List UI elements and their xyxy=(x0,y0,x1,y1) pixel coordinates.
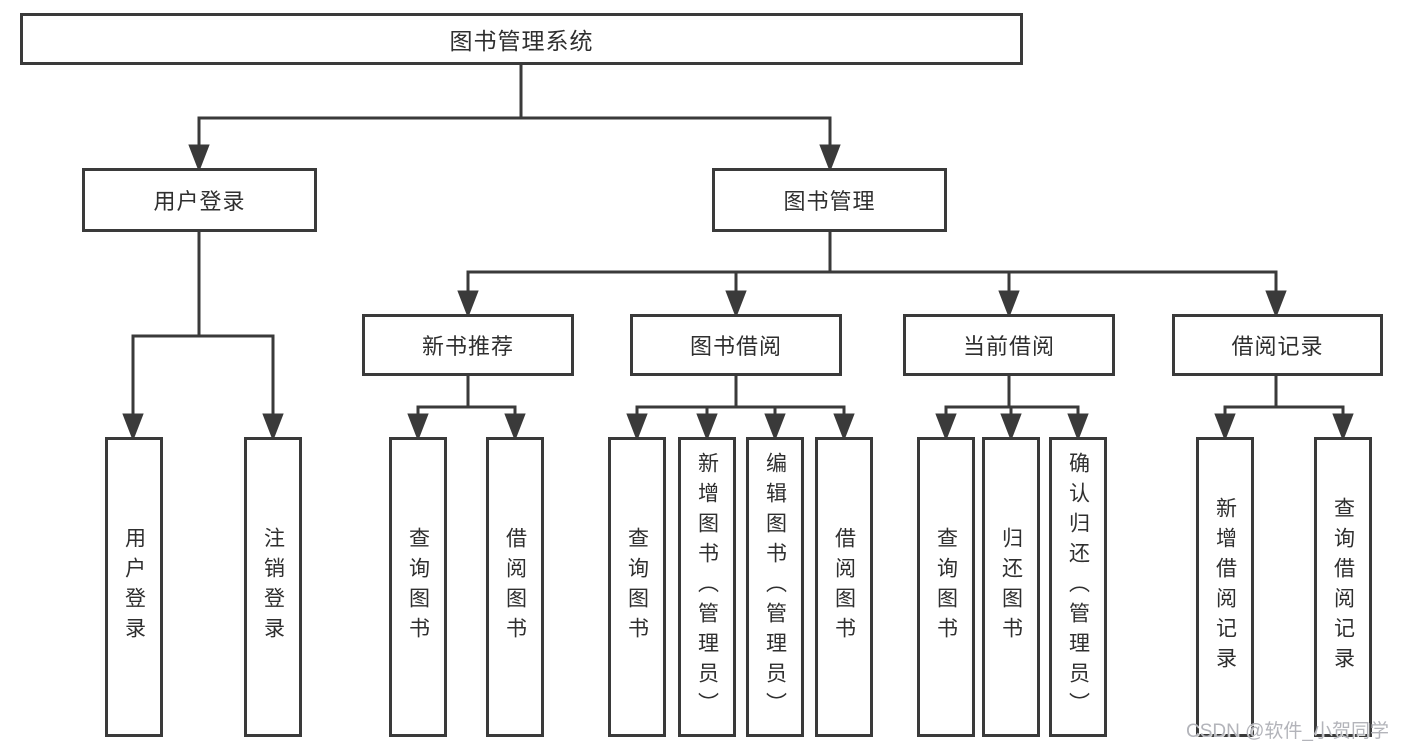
node-leaf-return-books: 归还图书 xyxy=(982,437,1040,737)
node-leaf-logout-label: 注销登录 xyxy=(261,527,285,647)
node-leaf-borrowing-borrow-books: 借阅图书 xyxy=(815,437,873,737)
node-leaf-recommend-query-books: 查询图书 xyxy=(389,437,447,737)
node-leaf-add-borrow-record: 新增借阅记录 xyxy=(1196,437,1254,737)
node-leaf-return-books-label: 归还图书 xyxy=(999,527,1023,647)
node-leaf-borrowing-query-books: 查询图书 xyxy=(608,437,666,737)
node-borrowing-records: 借阅记录 xyxy=(1172,314,1383,376)
connector-user-login-children xyxy=(122,232,284,442)
node-user-login-group-label: 用户登录 xyxy=(153,189,246,214)
node-current-borrowing-label: 当前借阅 xyxy=(962,334,1055,359)
node-leaf-current-query-books: 查询图书 xyxy=(917,437,975,737)
arrowhead xyxy=(833,413,855,442)
node-leaf-confirm-return-admin-label: 确认归还（管理员） xyxy=(1066,452,1090,722)
arrowhead xyxy=(1265,290,1287,319)
node-leaf-query-borrow-record: 查询借阅记录 xyxy=(1314,437,1372,737)
arrowhead xyxy=(407,413,429,442)
node-leaf-current-query-books-label: 查询图书 xyxy=(934,527,958,647)
connector-borrowing-records-children xyxy=(1214,376,1354,442)
node-borrowing-records-label: 借阅记录 xyxy=(1231,334,1324,359)
arrowhead xyxy=(1214,413,1236,442)
arrowhead xyxy=(764,413,786,442)
node-leaf-edit-books-admin: 编辑图书（管理员） xyxy=(746,437,804,737)
arrowhead xyxy=(1067,413,1089,442)
node-book-borrowing: 图书借阅 xyxy=(630,314,842,376)
connector-new-book-recommend-children xyxy=(407,376,526,442)
arrowhead xyxy=(696,413,718,442)
node-leaf-query-borrow-record-label: 查询借阅记录 xyxy=(1331,497,1355,677)
arrowhead xyxy=(188,144,210,173)
node-leaf-user-login-label: 用户登录 xyxy=(122,527,146,647)
arrowhead xyxy=(504,413,526,442)
node-new-book-recommend: 新书推荐 xyxy=(362,314,574,376)
node-current-borrowing: 当前借阅 xyxy=(903,314,1115,376)
arrowhead xyxy=(819,144,841,173)
arrowhead xyxy=(725,290,747,319)
arrowhead xyxy=(122,413,144,442)
node-leaf-user-login: 用户登录 xyxy=(105,437,163,737)
node-book-management-label: 图书管理 xyxy=(783,189,876,214)
node-leaf-borrowing-borrow-books-label: 借阅图书 xyxy=(832,527,856,647)
connector-root-to-level2 xyxy=(188,65,841,173)
node-leaf-recommend-borrow-books: 借阅图书 xyxy=(486,437,544,737)
connector-book-borrowing-children xyxy=(626,376,855,442)
node-root-system: 图书管理系统 xyxy=(20,13,1023,65)
arrowhead xyxy=(935,413,957,442)
node-new-book-recommend-label: 新书推荐 xyxy=(421,334,514,359)
arrowhead xyxy=(457,290,479,319)
arrowhead xyxy=(626,413,648,442)
node-leaf-add-books-admin-label: 新增图书（管理员） xyxy=(695,452,719,722)
connector-current-borrowing-children xyxy=(935,376,1089,442)
node-user-login-group: 用户登录 xyxy=(82,168,317,232)
node-leaf-confirm-return-admin: 确认归还（管理员） xyxy=(1049,437,1107,737)
node-leaf-add-books-admin: 新增图书（管理员） xyxy=(678,437,736,737)
arrowhead xyxy=(998,290,1020,319)
node-book-borrowing-label: 图书借阅 xyxy=(689,334,782,359)
connector-book-management-to-level3 xyxy=(457,232,1287,319)
arrowhead xyxy=(1332,413,1354,442)
node-book-management: 图书管理 xyxy=(712,168,947,232)
node-root-system-label: 图书管理系统 xyxy=(449,28,594,54)
csdn-watermark: CSDN @软件_小贺同学 xyxy=(1186,721,1389,742)
node-leaf-recommend-borrow-books-label: 借阅图书 xyxy=(503,527,527,647)
arrowhead xyxy=(262,413,284,442)
node-leaf-borrowing-query-books-label: 查询图书 xyxy=(625,527,649,647)
node-leaf-recommend-query-books-label: 查询图书 xyxy=(406,527,430,647)
arrowhead xyxy=(1000,413,1022,442)
node-leaf-add-borrow-record-label: 新增借阅记录 xyxy=(1213,497,1237,677)
node-leaf-logout: 注销登录 xyxy=(244,437,302,737)
node-leaf-edit-books-admin-label: 编辑图书（管理员） xyxy=(763,452,787,722)
